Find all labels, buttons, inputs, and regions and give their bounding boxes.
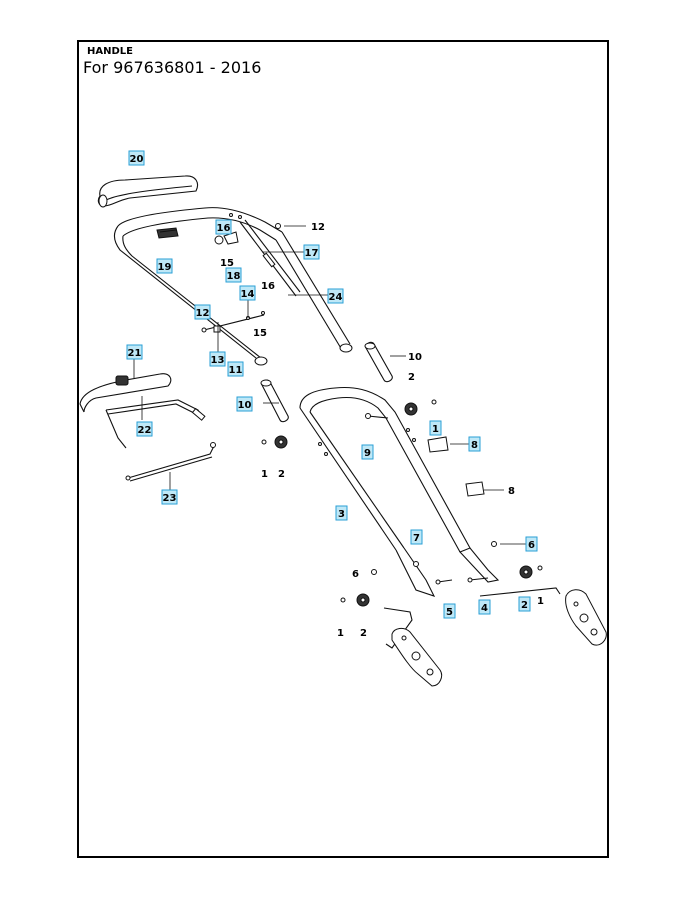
callout-15-mid: 15 [253,328,267,339]
model-subtitle: For 967636801 - 2016 [83,58,262,77]
callout-12-top: 12 [311,222,325,233]
foam-grip-left [260,379,289,423]
callout-5: 5 [443,603,456,619]
cable-assembly [214,219,301,297]
callout-4: 4 [478,599,491,615]
bolt-9 [365,413,389,419]
section-title: HANDLE [87,46,133,57]
callout-14: 14 [239,285,256,301]
callout-1-left: 1 [261,469,268,480]
bail-handle [79,373,172,413]
diagram-frame [77,40,609,858]
svg-text:6: 6 [352,569,359,580]
bail-link-rod [105,399,206,449]
callout-24: 24 [327,288,344,304]
svg-text:12: 12 [196,308,210,319]
svg-text:17: 17 [305,248,319,259]
svg-text:2: 2 [360,628,367,639]
svg-text:8: 8 [471,440,478,451]
lower-handle-tube [299,386,500,597]
callout-12-left: 12 [194,304,211,320]
svg-text:8: 8 [508,486,515,497]
deck-bracket-left [383,607,443,687]
foam-grip-right [364,341,393,383]
svg-text:16: 16 [217,223,231,234]
callout-11: 11 [227,361,244,377]
callout-18: 18 [225,267,242,283]
callout-3: 3 [335,505,348,521]
svg-text:16: 16 [261,281,275,292]
knob-upper-right [404,399,437,416]
knob-lower-right [519,565,543,579]
callout-8-lower: 8 [508,486,515,497]
svg-text:11: 11 [229,365,243,376]
callout-15-top: 15 [220,258,234,269]
svg-text:2: 2 [278,469,285,480]
leader-lines [133,225,526,545]
svg-text:23: 23 [163,493,177,504]
svg-text:19: 19 [158,262,172,273]
svg-text:18: 18 [227,271,241,282]
callout-2-lower-left: 2 [360,628,367,639]
svg-text:1: 1 [537,596,544,607]
svg-text:2: 2 [521,600,528,611]
callout-7: 7 [410,529,423,545]
svg-text:15: 15 [253,328,267,339]
callout-17: 17 [303,244,320,260]
callout-20: 20 [128,150,145,166]
callout-2-left: 2 [278,469,285,480]
bolt-4-5-set [371,541,497,585]
svg-text:21: 21 [128,348,142,359]
svg-text:24: 24 [329,292,343,303]
callout-8-upper: 8 [468,436,481,452]
callout-1-lower-left: 1 [337,628,344,639]
callout-23: 23 [161,489,178,505]
callout-21: 21 [126,344,143,360]
callout-10-left: 10 [236,396,253,412]
svg-text:5: 5 [446,607,453,618]
cable-clip-upper [427,436,449,453]
svg-text:3: 3 [338,509,345,520]
control-bar-part [156,227,179,239]
bail-cable-rod [125,442,216,482]
svg-text:15: 15 [220,258,234,269]
svg-text:2: 2 [408,372,415,383]
svg-text:22: 22 [138,425,152,436]
svg-text:20: 20 [130,154,144,165]
callout-13: 13 [209,351,226,367]
handle-grip-foam [97,175,199,208]
svg-text:4: 4 [481,603,488,614]
callout-1-lower-right: 1 [537,596,544,607]
svg-text:9: 9 [364,448,371,459]
svg-text:13: 13 [211,355,225,366]
deck-bracket-right [479,587,607,646]
svg-text:1: 1 [432,424,439,435]
svg-text:1: 1 [261,469,268,480]
callout-10-right: 10 [408,352,422,363]
callout-1-upper: 1 [429,420,442,436]
svg-text:12: 12 [311,222,325,233]
svg-text:7: 7 [413,533,420,544]
svg-text:10: 10 [408,352,422,363]
knob-upper-left [261,435,288,449]
callout-16-mid: 16 [261,281,275,292]
upper-handle-tube [113,207,353,366]
callout-6-left: 6 [352,569,359,580]
callout-9: 9 [361,444,374,460]
svg-text:10: 10 [238,400,252,411]
knob-lower-left [340,593,370,607]
cable-clip-lower [465,481,485,497]
svg-text:14: 14 [241,289,255,300]
callout-2-upper: 2 [408,372,415,383]
callout-19: 19 [156,258,173,274]
callout-6-right: 6 [525,536,538,552]
callout-16-top: 16 [215,219,232,235]
callout-2-lower-right: 2 [518,596,531,612]
svg-text:6: 6 [528,540,535,551]
svg-text:1: 1 [337,628,344,639]
callout-22: 22 [136,421,153,437]
